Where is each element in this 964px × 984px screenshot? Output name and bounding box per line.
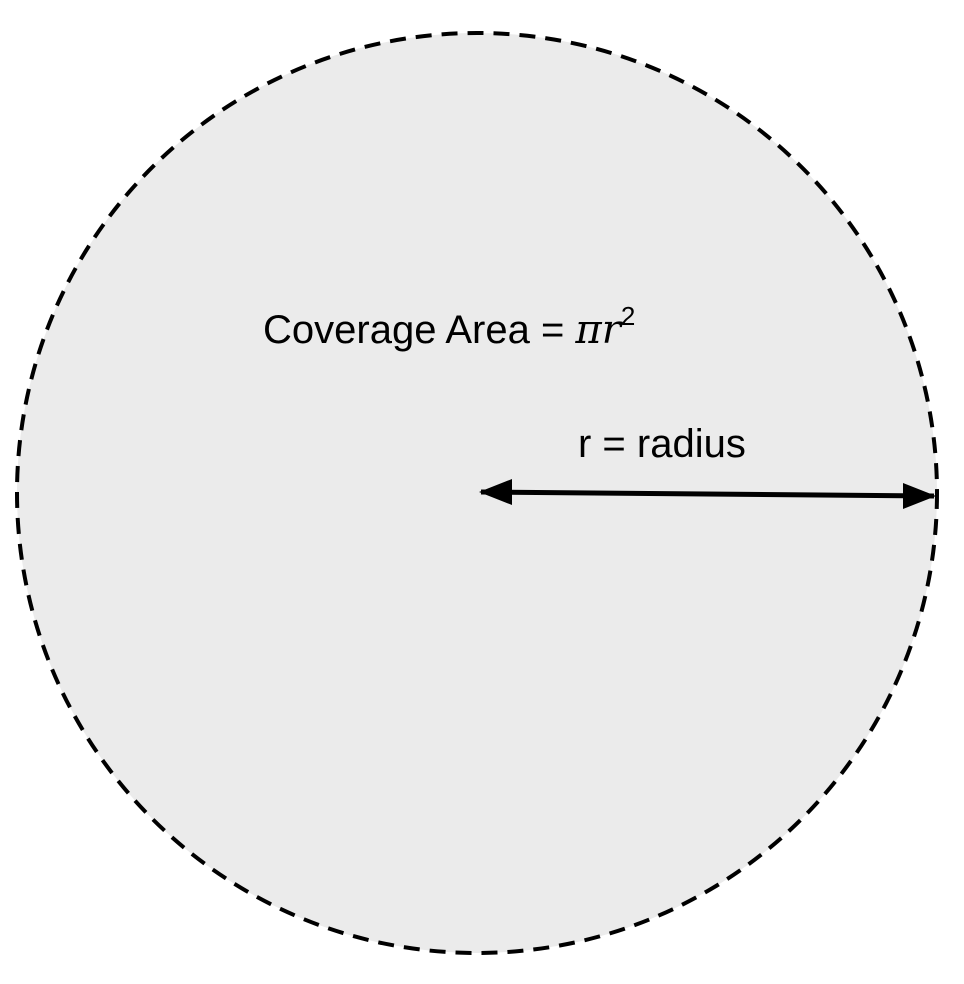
coverage-circle [15,31,939,955]
radius-arrow-head-right [903,483,936,509]
coverage-area-formula: Coverage Area = πr2 [263,301,635,353]
radius-variable: r [602,307,624,353]
pi-symbol: π [574,307,602,353]
radius-label: r = radius [578,422,746,466]
area-label-prefix: Coverage Area = [263,308,575,352]
radius-arrow-head-left [479,479,512,505]
radius-arrow [480,489,935,499]
exponent: 2 [621,301,635,331]
